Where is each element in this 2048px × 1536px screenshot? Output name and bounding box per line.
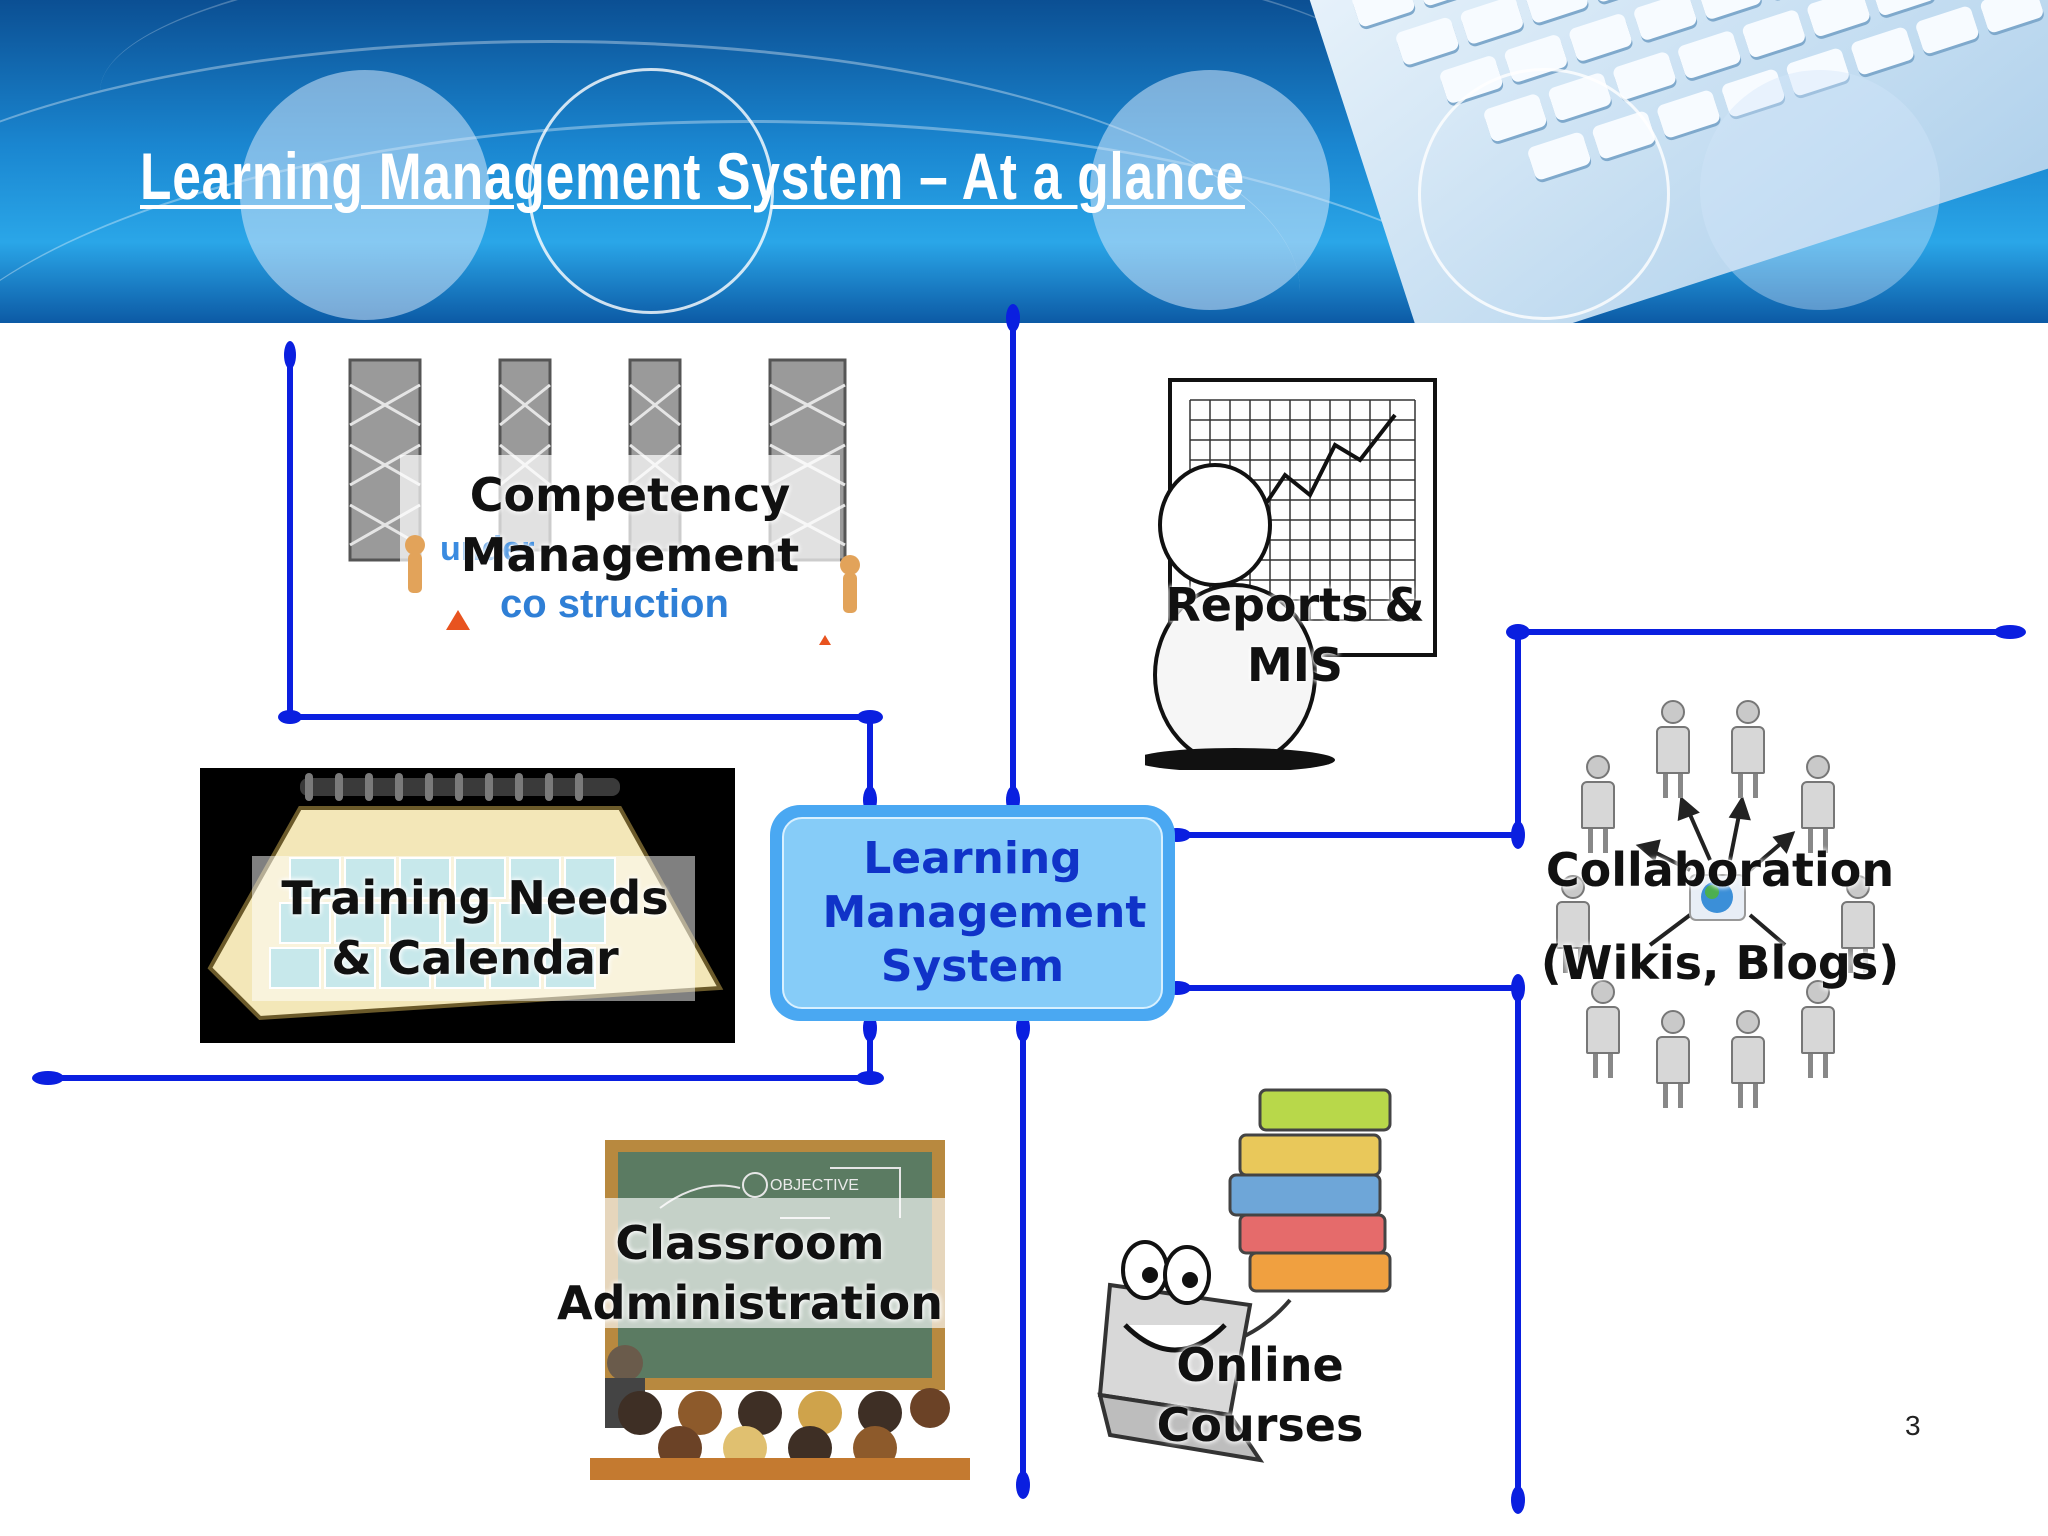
person-icon xyxy=(1800,755,1836,853)
decor-circle xyxy=(1090,70,1330,310)
person-icon xyxy=(1555,875,1591,973)
connector-collaboration xyxy=(1162,629,2023,838)
lms-center-box[interactable]: Learning Management System xyxy=(770,805,1175,1021)
classroom-icon: OBJECTIVE xyxy=(590,1140,970,1480)
person-icon xyxy=(1655,1010,1691,1108)
competency-module[interactable]: under co struction Competency Management xyxy=(340,355,905,660)
construction-text-2: co struction xyxy=(500,582,729,626)
collaboration-module[interactable]: Collaboration (Wikis, Blogs) xyxy=(1540,700,1900,1108)
chart-presenter-icon xyxy=(1135,378,1437,772)
reports-label: Reports & MIS xyxy=(1165,578,1425,692)
lms-center-label: Learning Management System xyxy=(822,833,1147,992)
person-icon xyxy=(1730,700,1766,798)
decor-circle xyxy=(528,68,774,314)
training-label: Training Needs & Calendar xyxy=(281,871,669,985)
collaboration-label-2: (Wikis, Blogs) xyxy=(1540,936,1900,990)
laptop-books-icon xyxy=(1097,1088,1392,1463)
decor-circle xyxy=(240,70,490,320)
construction-text-1: under xyxy=(440,530,534,568)
people-network-icon xyxy=(1635,795,1796,947)
construction-icon: under co struction xyxy=(348,358,860,660)
classroom-label: Classroom Administration xyxy=(557,1216,943,1330)
chalkboard-text: OBJECTIVE xyxy=(770,1177,859,1194)
person-icon xyxy=(1580,755,1616,853)
person-icon xyxy=(1730,1010,1766,1108)
header-banner: Learning Management System – At a glance xyxy=(0,0,2048,323)
connector-competency xyxy=(287,349,873,808)
calendar-icon xyxy=(207,773,724,1021)
slide-title: Learning Management System – At a glance xyxy=(140,139,1245,213)
training-module[interactable]: Training Needs & Calendar xyxy=(200,768,735,1043)
competency-label: Competency Management xyxy=(460,468,800,582)
lms-center-inner: Learning Management System xyxy=(782,817,1163,1009)
page-number: 3 xyxy=(1905,1410,1921,1441)
decor-circle xyxy=(1418,68,1670,320)
person-icon xyxy=(1800,980,1836,1078)
reports-module[interactable]: Reports & MIS xyxy=(1135,375,1440,772)
person-icon xyxy=(1840,875,1876,973)
classroom-module[interactable]: OBJECTIVE Classroom Administration xyxy=(530,1128,970,1483)
person-icon xyxy=(1585,980,1621,1078)
online-label: Online Courses xyxy=(1156,1338,1364,1452)
online-module[interactable]: Online Courses xyxy=(1090,1075,1450,1475)
person-icon xyxy=(1655,700,1691,798)
collaboration-label-1: Collaboration xyxy=(1545,843,1895,897)
decor-circle xyxy=(1700,70,1940,310)
